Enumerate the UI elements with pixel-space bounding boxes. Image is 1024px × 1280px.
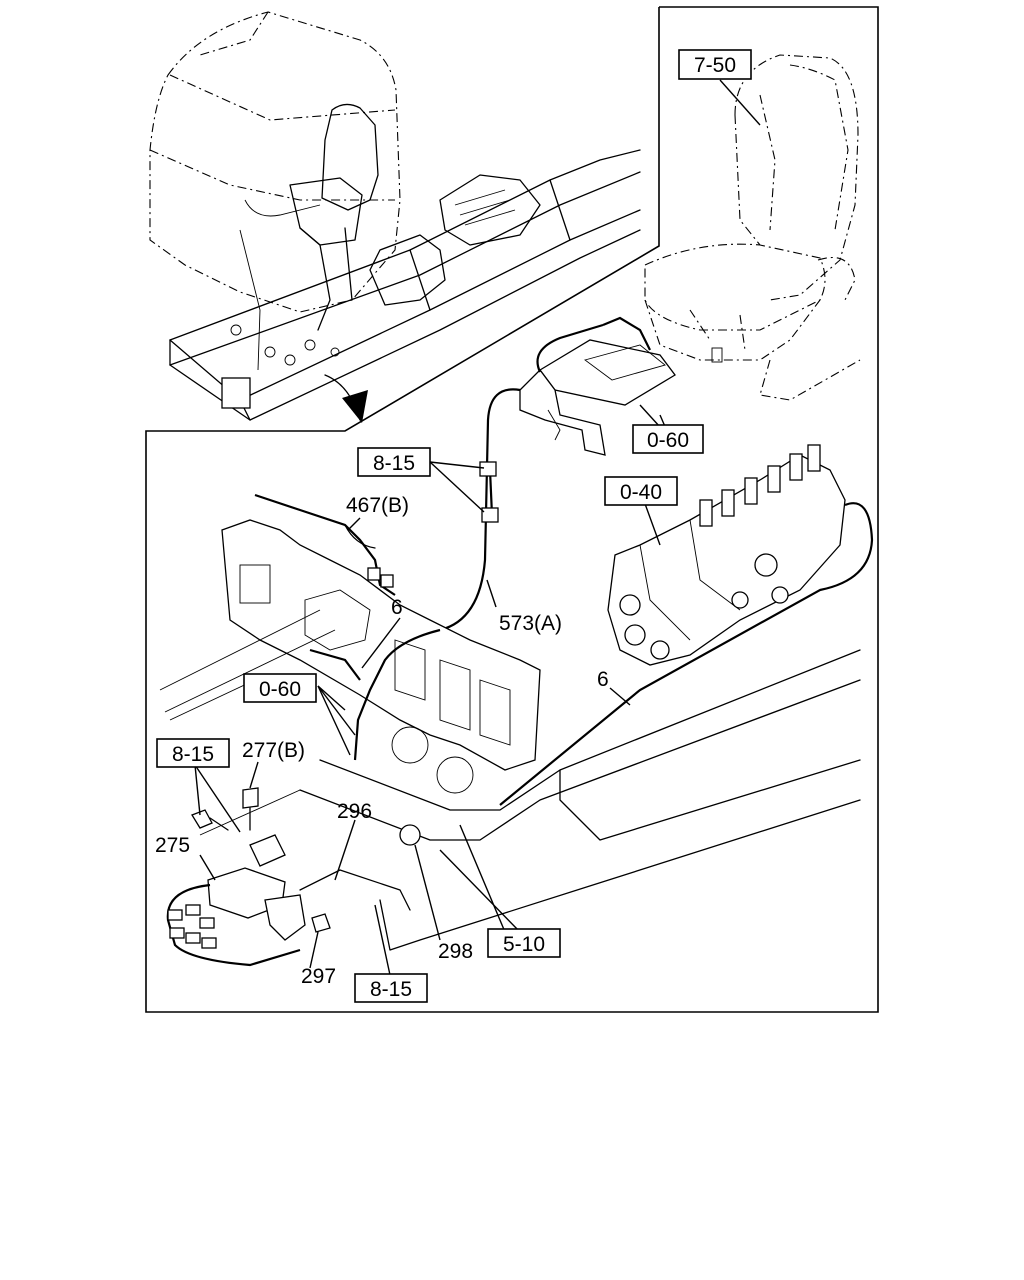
callout-text: 8-15: [172, 743, 214, 766]
callout-0-60-mid[interactable]: 0-60: [243, 673, 317, 703]
callout-7-50[interactable]: 7-50: [678, 49, 752, 80]
harness-routing: [254, 461, 499, 761]
leader-lines: [194, 79, 761, 976]
cab-chassis-overview: [149, 11, 641, 423]
part-label-573a: 573(A): [499, 612, 562, 635]
callout-text: 0-60: [647, 429, 689, 452]
part-label-6-upper: 6: [391, 596, 403, 619]
callout-0-60-top[interactable]: 0-60: [632, 424, 704, 454]
callout-8-15-bottom[interactable]: 8-15: [354, 973, 428, 1003]
part-label-6-right: 6: [597, 668, 609, 691]
part-label-298: 298: [438, 940, 473, 963]
injection-pump: [499, 444, 874, 806]
callout-text: 8-15: [373, 452, 415, 475]
detail-frame: [145, 6, 879, 1013]
seat-illustration: [644, 54, 861, 401]
callout-0-40[interactable]: 0-40: [604, 476, 678, 506]
part-label-467b: 467(B): [346, 494, 409, 517]
part-label-275: 275: [155, 834, 190, 857]
callout-text: 8-15: [370, 978, 412, 1001]
callout-text: 7-50: [694, 54, 736, 77]
callout-text: 5-10: [503, 933, 545, 956]
part-label-297: 297: [301, 965, 336, 988]
frame-crossmember: [159, 519, 861, 951]
ecu-bracket: [439, 316, 676, 632]
part-label-296: 296: [337, 800, 372, 823]
part-label-277b: 277(B): [242, 739, 305, 762]
callout-5-10[interactable]: 5-10: [487, 928, 561, 958]
control-unit-module: [166, 787, 421, 967]
callout-8-15-top[interactable]: 8-15: [357, 447, 431, 477]
callout-8-15-left[interactable]: 8-15: [156, 738, 230, 768]
callout-text: 0-60: [259, 678, 301, 701]
callout-text: 0-40: [620, 481, 662, 504]
